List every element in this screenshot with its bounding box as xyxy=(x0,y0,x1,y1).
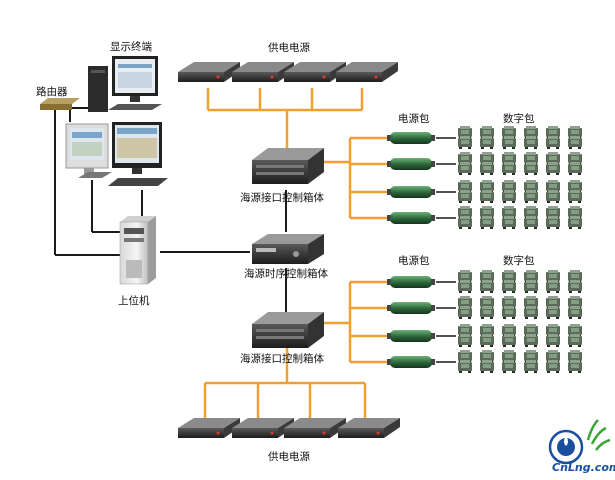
digital-pack-unit xyxy=(568,280,582,293)
power-supply-unit xyxy=(178,418,240,438)
interface-box-top-label: 海源接口控制箱体 xyxy=(240,192,324,204)
power-packs-bottom xyxy=(387,276,435,368)
power-supply-unit xyxy=(178,62,240,82)
network-wiring xyxy=(54,107,287,312)
digital-pack-unit xyxy=(524,216,538,229)
display-terminal-label: 显示终端 xyxy=(110,41,152,53)
digital-pack-unit xyxy=(568,190,582,203)
digital-pack-unit xyxy=(524,306,538,319)
digital-pack-unit xyxy=(480,280,494,293)
digital-pack-unit xyxy=(546,360,560,373)
power-pack-bottom-label: 电源包 xyxy=(398,255,430,267)
power-packs-top xyxy=(387,132,435,224)
digital-pack-unit xyxy=(480,136,494,149)
digital-pack-unit xyxy=(502,190,516,203)
cnlng-logo xyxy=(548,419,611,465)
digital-pack-unit xyxy=(480,216,494,229)
interface-box-top xyxy=(252,148,324,184)
digital-pack-unit xyxy=(458,360,472,373)
digital-pack-unit xyxy=(546,334,560,347)
router-device xyxy=(40,98,80,110)
digital-pack-unit xyxy=(480,190,494,203)
logo-text: CnLng.com xyxy=(552,461,615,474)
power-supply-unit xyxy=(338,418,400,438)
digital-pack-unit xyxy=(502,334,516,347)
power-supply-top-label: 供电电源 xyxy=(268,42,310,54)
timing-box xyxy=(252,234,324,264)
digital-pack-unit xyxy=(568,334,582,347)
digital-packs-top xyxy=(458,126,582,229)
lower-workstation xyxy=(65,122,168,186)
digital-pack-unit xyxy=(502,360,516,373)
digital-pack-unit xyxy=(458,334,472,347)
interface-box-bottom xyxy=(252,312,324,348)
digital-packs-bottom xyxy=(458,270,582,373)
digital-pack-unit xyxy=(458,280,472,293)
host-computer-label: 上位机 xyxy=(118,295,150,307)
digital-pack-unit xyxy=(568,136,582,149)
digital-pack-unit xyxy=(568,216,582,229)
digital-pack-unit xyxy=(568,360,582,373)
digital-pack-unit xyxy=(524,334,538,347)
power-supply-bottom-label: 供电电源 xyxy=(268,451,310,463)
digital-pack-unit xyxy=(546,306,560,319)
power-pack-top-label: 电源包 xyxy=(398,113,430,125)
digital-pack-unit xyxy=(502,280,516,293)
router-label: 路由器 xyxy=(36,86,68,98)
digital-pack-unit xyxy=(546,162,560,175)
digital-pack-unit xyxy=(480,334,494,347)
digital-pack-unit xyxy=(502,306,516,319)
digital-pack-unit xyxy=(546,216,560,229)
digital-pack-top-label: 数字包 xyxy=(503,113,535,125)
digital-pack-unit xyxy=(524,190,538,203)
host-computer-tower xyxy=(119,216,156,285)
digital-pack-unit xyxy=(458,306,472,319)
digital-pack-unit xyxy=(546,280,560,293)
digital-pack-unit xyxy=(502,162,516,175)
top-pack-wiring xyxy=(322,136,390,220)
interface-box-bottom-label: 海源接口控制箱体 xyxy=(240,353,324,365)
power-supply-top-group xyxy=(178,62,398,82)
digital-pack-unit xyxy=(568,162,582,175)
bottom-power-wiring xyxy=(203,345,367,418)
digital-pack-unit xyxy=(568,306,582,319)
timing-box-label: 海源时序控制箱体 xyxy=(244,268,328,280)
digital-pack-unit xyxy=(546,190,560,203)
digital-pack-unit xyxy=(458,216,472,229)
digital-pack-unit xyxy=(480,360,494,373)
digital-pack-unit xyxy=(524,136,538,149)
top-power-wiring xyxy=(206,88,364,148)
digital-pack-unit xyxy=(480,306,494,319)
digital-pack-unit xyxy=(546,136,560,149)
digital-pack-unit xyxy=(458,136,472,149)
display-terminal-workstation xyxy=(88,56,162,112)
digital-pack-unit xyxy=(524,162,538,175)
digital-pack-unit xyxy=(458,162,472,175)
digital-pack-unit xyxy=(502,136,516,149)
digital-pack-unit xyxy=(502,216,516,229)
bottom-pack-wiring xyxy=(322,280,390,364)
pack-digital-connectors xyxy=(436,137,456,363)
digital-pack-unit xyxy=(524,360,538,373)
digital-pack-unit xyxy=(524,280,538,293)
power-supply-bottom-group xyxy=(178,418,400,438)
digital-pack-unit xyxy=(458,190,472,203)
digital-pack-unit xyxy=(480,162,494,175)
digital-pack-bottom-label: 数字包 xyxy=(503,255,535,267)
